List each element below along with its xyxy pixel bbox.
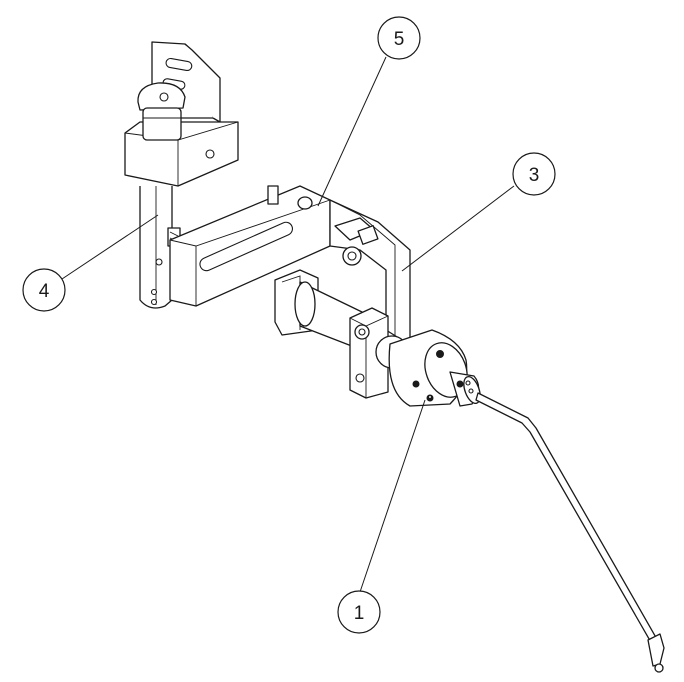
part-4-pin-holder (124, 41, 239, 309)
callout-5-label: 5 (394, 29, 405, 50)
callout-3-label: 3 (529, 165, 540, 186)
callout-1: 1 (337, 399, 426, 634)
cylinder-assembly (274, 269, 389, 399)
callout-1-label: 1 (354, 603, 365, 624)
part-5-slotted-arm (169, 185, 331, 307)
callout-4: 4 (22, 214, 159, 312)
callout-4-label: 4 (39, 281, 50, 302)
callout-3: 3 (401, 152, 556, 272)
callout-5: 5 (317, 16, 421, 207)
part-1-rotary-head (375, 329, 665, 673)
